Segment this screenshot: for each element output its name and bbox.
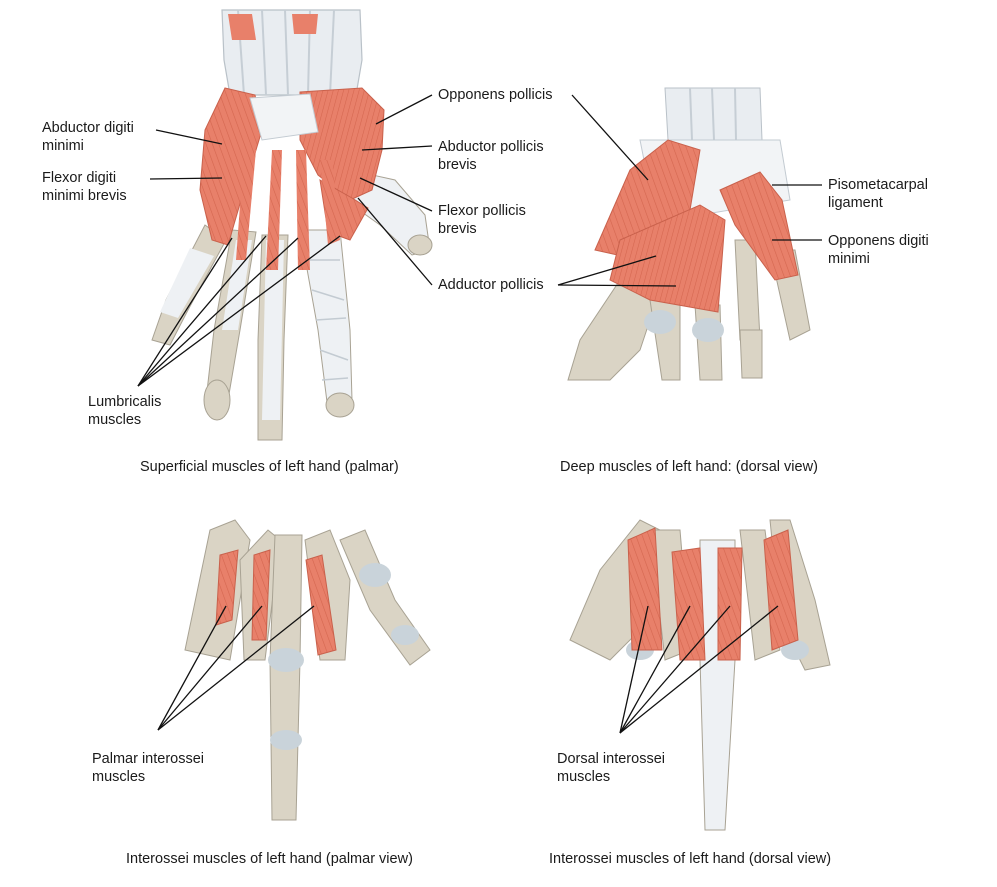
leader-lines <box>137 94 822 734</box>
label-opponens-pollicis: Opponens pollicis <box>438 87 553 103</box>
palmar-interosseus-3 <box>305 554 337 656</box>
finger-ring <box>203 229 257 421</box>
label-lumbricalis-muscles: Lumbricalis muscles <box>88 394 162 428</box>
label-flexor-pollicis-brevis: Flexor pollicis brevis <box>438 203 526 237</box>
label-pisometacarpal-ligament: Pisometacarpal ligament <box>828 177 928 211</box>
opponens-digiti-minimi-deep <box>719 171 799 281</box>
label-adductor-pollicis: Adductor pollicis <box>438 277 544 293</box>
panel-deep-dorsal <box>567 87 811 381</box>
caption-interossei-dorsal: Interossei muscles of left hand (dorsal … <box>549 851 832 867</box>
palmar-interosseus-1 <box>215 549 239 626</box>
palmar-interosseus-2 <box>251 549 271 641</box>
dorsal-interosseus-3 <box>717 547 743 661</box>
caption-superficial-palmar: Superficial muscles of left hand (palmar… <box>140 459 399 475</box>
caption-deep-dorsal: Deep muscles of left hand: (dorsal view) <box>560 459 818 475</box>
dorsal-interosseus-1 <box>627 527 663 651</box>
panel-interossei-palmar <box>184 519 431 821</box>
caption-interossei-palmar: Interossei muscles of left hand (palmar … <box>126 851 413 867</box>
label-abductor-digiti-minimi: Abductor digiti minimi <box>42 120 134 154</box>
finger-index <box>299 229 355 418</box>
label-abductor-pollicis-brevis: Abductor pollicis brevis <box>438 139 544 173</box>
dorsal-interosseus-2 <box>671 547 706 661</box>
label-palmar-interossei-muscles: Palmar interossei muscles <box>92 751 205 785</box>
panel-interossei-dorsal <box>569 519 831 831</box>
flexor-retinaculum <box>249 93 319 141</box>
panel-superficial-palmar <box>151 9 433 441</box>
label-flexor-digiti-minimi-brevis: Flexor digiti minimi brevis <box>42 170 127 204</box>
label-dorsal-interossei-muscles: Dorsal interossei muscles <box>557 751 665 785</box>
middle-finger-palmar-view <box>269 534 303 821</box>
finger-middle <box>257 234 289 441</box>
label-opponens-digiti-minimi: Opponens digiti minimi <box>828 233 929 267</box>
